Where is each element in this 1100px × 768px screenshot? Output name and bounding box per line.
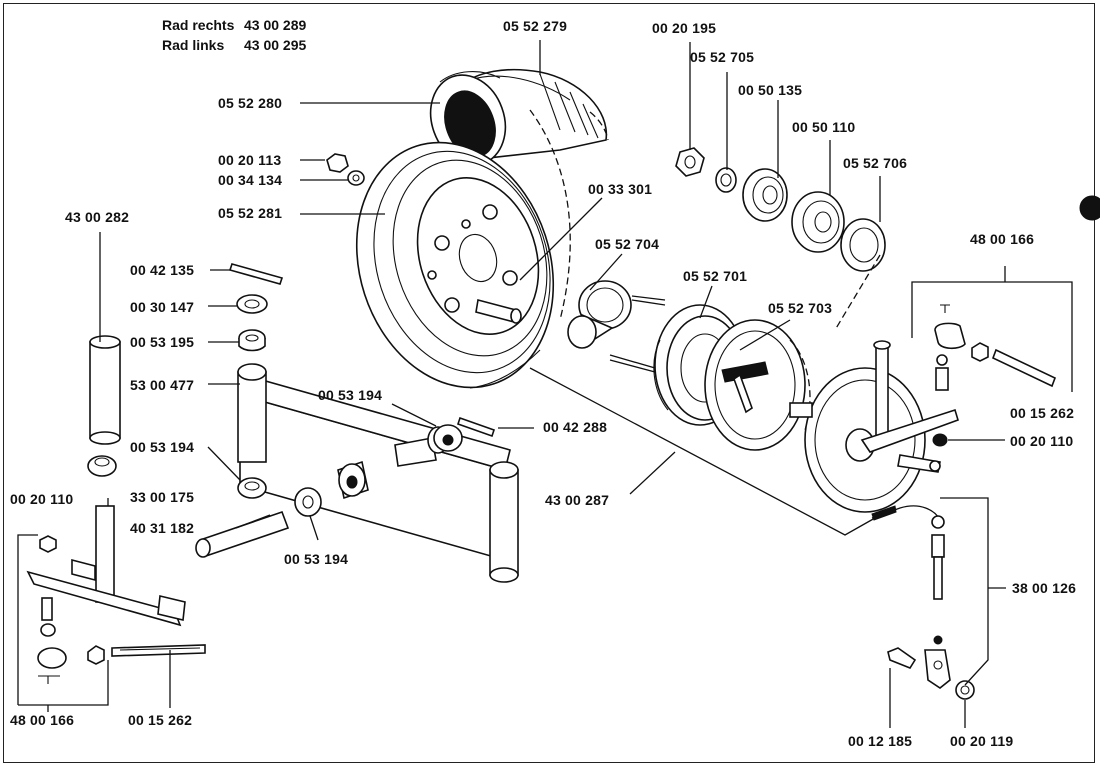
left-bracket-drawing — [26, 505, 206, 684]
label-05-52-280: 05 52 280 — [218, 95, 283, 111]
label-43-00-282: 43 00 282 — [65, 209, 130, 225]
label-05-52-279: 05 52 279 — [503, 18, 568, 34]
sleeve-drawing — [87, 335, 121, 477]
label-05-52-703: 05 52 703 — [768, 300, 833, 316]
label-00-15-262-left: 00 15 262 — [128, 712, 193, 728]
label-33-00-175: 33 00 175 — [130, 489, 195, 505]
rad-rechts-number: 43 00 289 — [244, 17, 307, 33]
edge-dot — [1079, 195, 1100, 221]
shaft-drawing — [195, 510, 290, 558]
label-00-53-195: 00 53 195 — [130, 334, 195, 350]
label-00-12-185: 00 12 185 — [848, 733, 913, 749]
label-05-52-281: 05 52 281 — [218, 205, 283, 221]
label-53-00-477: 53 00 477 — [130, 377, 195, 393]
label-00-20-113: 00 20 113 — [218, 152, 282, 168]
leader-lines — [17, 40, 1073, 728]
label-38-00-126: 38 00 126 — [1012, 580, 1077, 596]
brake-shoes-drawing — [704, 319, 811, 451]
label-00-15-262-right: 00 15 262 — [1010, 405, 1075, 421]
label-00-34-134: 00 34 134 — [218, 172, 283, 188]
label-43-00-287: 43 00 287 — [545, 492, 610, 508]
label-05-52-701: 05 52 701 — [683, 268, 748, 284]
rad-rechts-label: Rad rechts — [162, 17, 235, 33]
right-adjuster-drawing — [932, 304, 1057, 447]
wheel-rim-drawing — [355, 109, 571, 389]
rad-links-number: 43 00 295 — [244, 37, 307, 53]
wheel-studs-drawing — [609, 295, 666, 373]
label-00-33-301: 00 33 301 — [588, 181, 653, 197]
label-00-20-195: 00 20 195 — [652, 20, 717, 36]
rad-links-label: Rad links — [162, 37, 225, 53]
label-00-20-110-left: 00 20 110 — [10, 491, 74, 507]
label-05-52-704: 05 52 704 — [595, 236, 660, 252]
label-00-50-110: 00 50 110 — [792, 119, 856, 135]
brake-cable-drawing — [871, 505, 975, 700]
label-00-20-110-right: 00 20 110 — [1010, 433, 1074, 449]
washers-column-drawing — [236, 294, 268, 352]
bushes-drawing — [237, 416, 496, 517]
label-40-31-182: 40 31 182 — [130, 520, 195, 536]
label-00-30-147: 00 30 147 — [130, 299, 195, 315]
split-pin-drawing — [228, 263, 284, 285]
label-00-53-194-left: 00 53 194 — [130, 439, 195, 455]
label-00-50-135: 00 50 135 — [738, 82, 803, 98]
label-00-53-194-top: 00 53 194 — [318, 387, 383, 403]
spacer-sleeve-drawing — [567, 280, 632, 349]
label-05-52-706: 05 52 706 — [843, 155, 908, 171]
label-00-20-119: 00 20 119 — [950, 733, 1014, 749]
nut-washer-drawing — [326, 153, 365, 186]
axle-stub-drawing — [475, 299, 522, 324]
label-00-53-194-bottom: 00 53 194 — [284, 551, 349, 567]
bearing-group-drawing — [675, 147, 886, 331]
label-00-42-135: 00 42 135 — [130, 262, 195, 278]
label-48-00-166-left: 48 00 166 — [10, 712, 75, 728]
label-05-52-705: 05 52 705 — [690, 49, 755, 65]
backing-plate-drawing — [789, 340, 959, 513]
drawing-frame — [3, 3, 1095, 763]
label-48-00-166-right: 48 00 166 — [970, 231, 1035, 247]
label-00-42-288: 00 42 288 — [543, 419, 608, 435]
